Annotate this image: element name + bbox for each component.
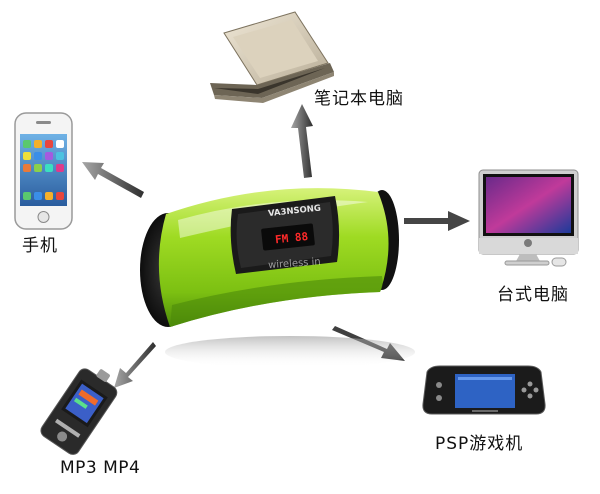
label-desktop: 台式电脑 (497, 285, 569, 305)
arrow-to-mp3 (114, 342, 156, 388)
arrow-to-phone (82, 162, 144, 198)
portable-speaker-icon (140, 188, 415, 368)
desktop-computer-icon (478, 169, 579, 267)
label-psp: PSP游戏机 (435, 434, 524, 454)
arrow-to-desktop (404, 211, 470, 231)
laptop-icon (210, 11, 334, 103)
label-laptop: 笔记本电脑 (314, 89, 404, 109)
mp3-player-icon (40, 368, 118, 455)
speaker-watermark: wireless in (268, 257, 321, 272)
label-mp3: MP3 MP4 (60, 458, 141, 478)
arrow-to-laptop (291, 104, 313, 178)
game-console-icon (422, 365, 546, 415)
speaker-display: FM 88 (274, 230, 308, 246)
label-phone: 手机 (22, 236, 58, 256)
smartphone-icon (14, 112, 73, 230)
